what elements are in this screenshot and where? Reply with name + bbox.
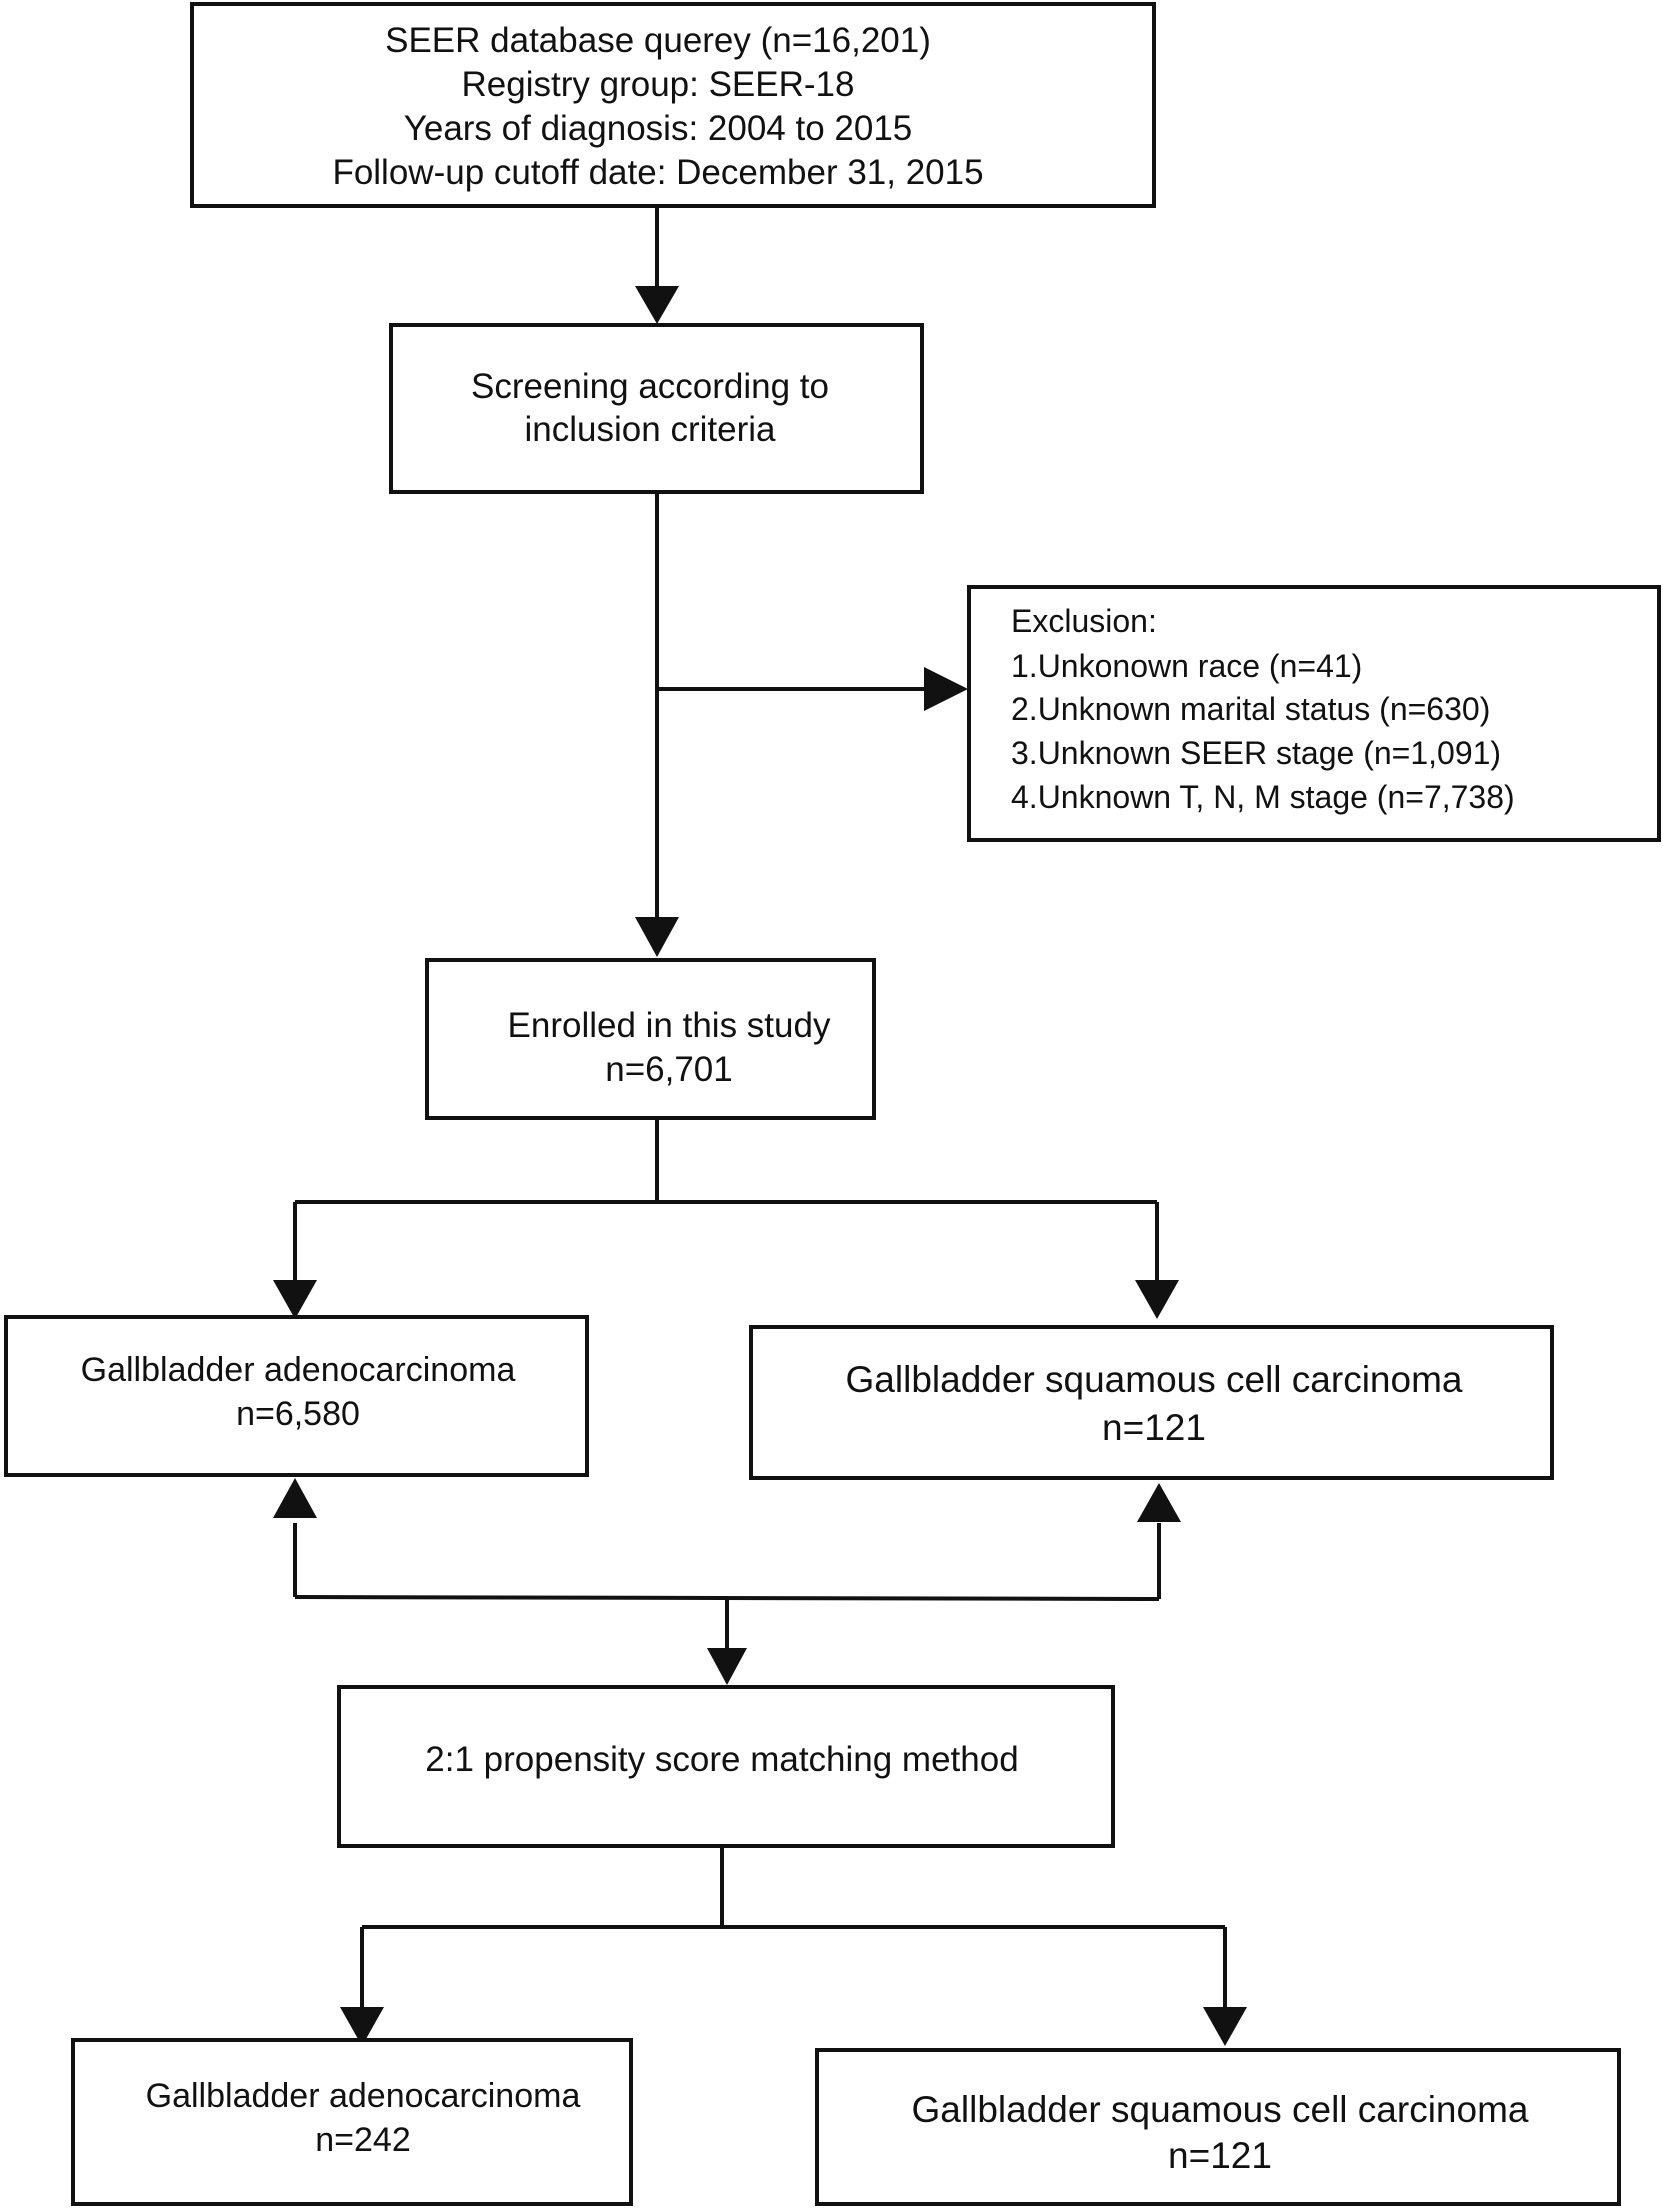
exclusion-item-1: 1.Unkonown race (n=41) [1011,648,1362,684]
adeno-matched-line-1: Gallbladder adenocarcinoma [146,2077,581,2115]
arrowheads [273,286,1247,2046]
screening-line-1: Screening according to [471,367,829,406]
squamous-all-box: Gallbladder squamous cell carcinoma n=12… [749,1325,1554,1480]
enrolled-box: Enrolled in this study n=6,701 [425,958,876,1120]
squamous-all-count: n=121 [1102,1407,1206,1448]
query-box: SEER database querey (n=16,201) Registry… [190,2,1156,208]
arrowhead-down-squamous-all [1135,1280,1179,1319]
psm-label: 2:1 propensity score matching method [425,1740,1018,1779]
adeno-matched-box: Gallbladder adenocarcinoma n=242 [71,2038,633,2206]
exclusion-box: Exclusion: 1.Unkonown race (n=41) 2.Unkn… [967,585,1661,842]
exclusion-item-2: 2.Unknown marital status (n=630) [1011,691,1490,727]
query-line-2: Registry group: SEER-18 [462,65,855,104]
arrowhead-down-squamous-matched [1203,2007,1247,2046]
squamous-all-line-1: Gallbladder squamous cell carcinoma [846,1359,1463,1400]
arrowhead-down-screening [635,286,679,324]
arrowhead-up-adeno-all [273,1478,317,1518]
exclusion-heading: Exclusion: [1011,603,1157,639]
squamous-matched-count: n=121 [1168,2135,1272,2176]
squamous-matched-box: Gallbladder squamous cell carcinoma n=12… [815,2048,1621,2206]
screening-line-2: inclusion criteria [525,410,776,449]
arrowhead-down-adeno-matched [340,2007,384,2046]
squamous-matched-line-1: Gallbladder squamous cell carcinoma [912,2089,1529,2130]
exclusion-item-4: 4.Unknown T, N, M stage (n=7,738) [1011,779,1515,815]
arrowhead-right-exclusion [924,667,968,711]
query-line-1: SEER database querey (n=16,201) [385,21,931,60]
arrowhead-down-enrolled [635,917,679,957]
arrowhead-down-adeno-all [273,1280,317,1319]
enrolled-line-1: Enrolled in this study [508,1006,831,1045]
arrowhead-up-squamous-all [1137,1483,1181,1522]
arrowhead-down-psm [707,1648,747,1685]
adeno-all-count: n=6,580 [236,1395,360,1433]
psm-box: 2:1 propensity score matching method [337,1685,1115,1848]
query-line-4: Follow-up cutoff date: December 31, 2015 [332,153,983,192]
query-line-3: Years of diagnosis: 2004 to 2015 [404,109,913,148]
connectors [293,206,1227,2010]
enrolled-count: n=6,701 [605,1050,733,1089]
adeno-all-line-1: Gallbladder adenocarcinoma [81,1351,516,1389]
exclusion-item-3: 3.Unknown SEER stage (n=1,091) [1011,735,1501,771]
adeno-matched-count: n=242 [315,2121,411,2159]
adeno-all-box: Gallbladder adenocarcinoma n=6,580 [4,1315,589,1477]
screening-box: Screening according to inclusion criteri… [389,323,924,494]
